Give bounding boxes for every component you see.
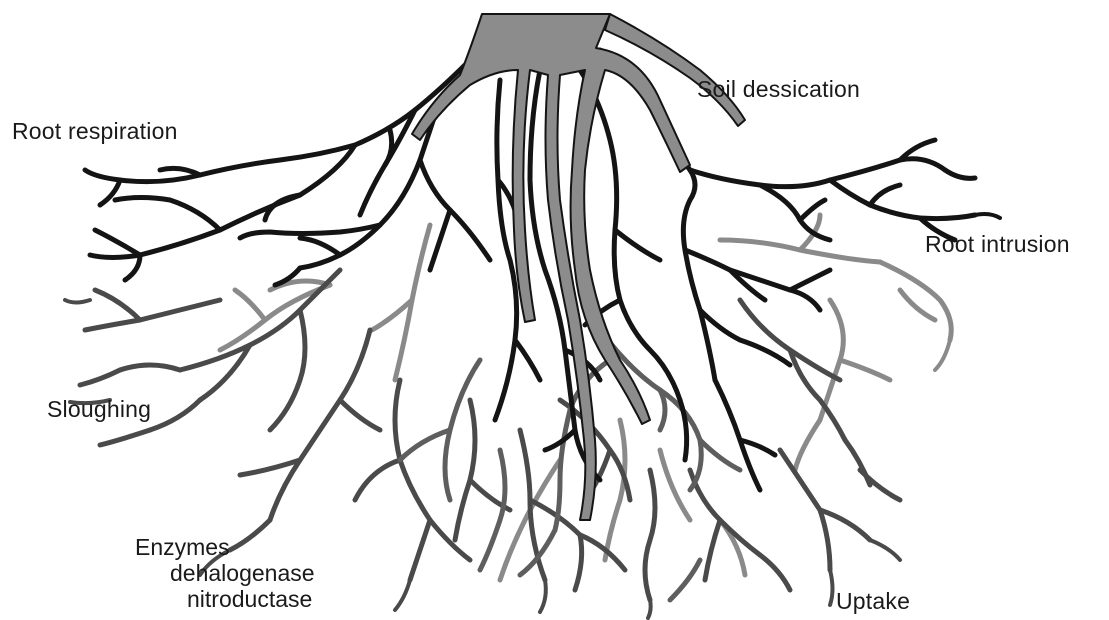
label-root-respiration: Root respiration xyxy=(12,120,178,143)
label-uptake: Uptake xyxy=(836,590,910,613)
label-soil-dessication: Soil dessication xyxy=(697,78,860,101)
dark-roots xyxy=(85,50,975,490)
label-nitroductase: nitroductase xyxy=(135,586,357,612)
label-enzymes: Enzymes xyxy=(135,534,357,560)
label-enzymes-group: Enzymes dehalogenase nitroductase xyxy=(135,534,357,612)
label-dehalogenase: dehalogenase xyxy=(135,560,357,586)
label-root-intrusion: Root intrusion xyxy=(925,233,1070,256)
label-sloughing: Sloughing xyxy=(47,398,151,421)
